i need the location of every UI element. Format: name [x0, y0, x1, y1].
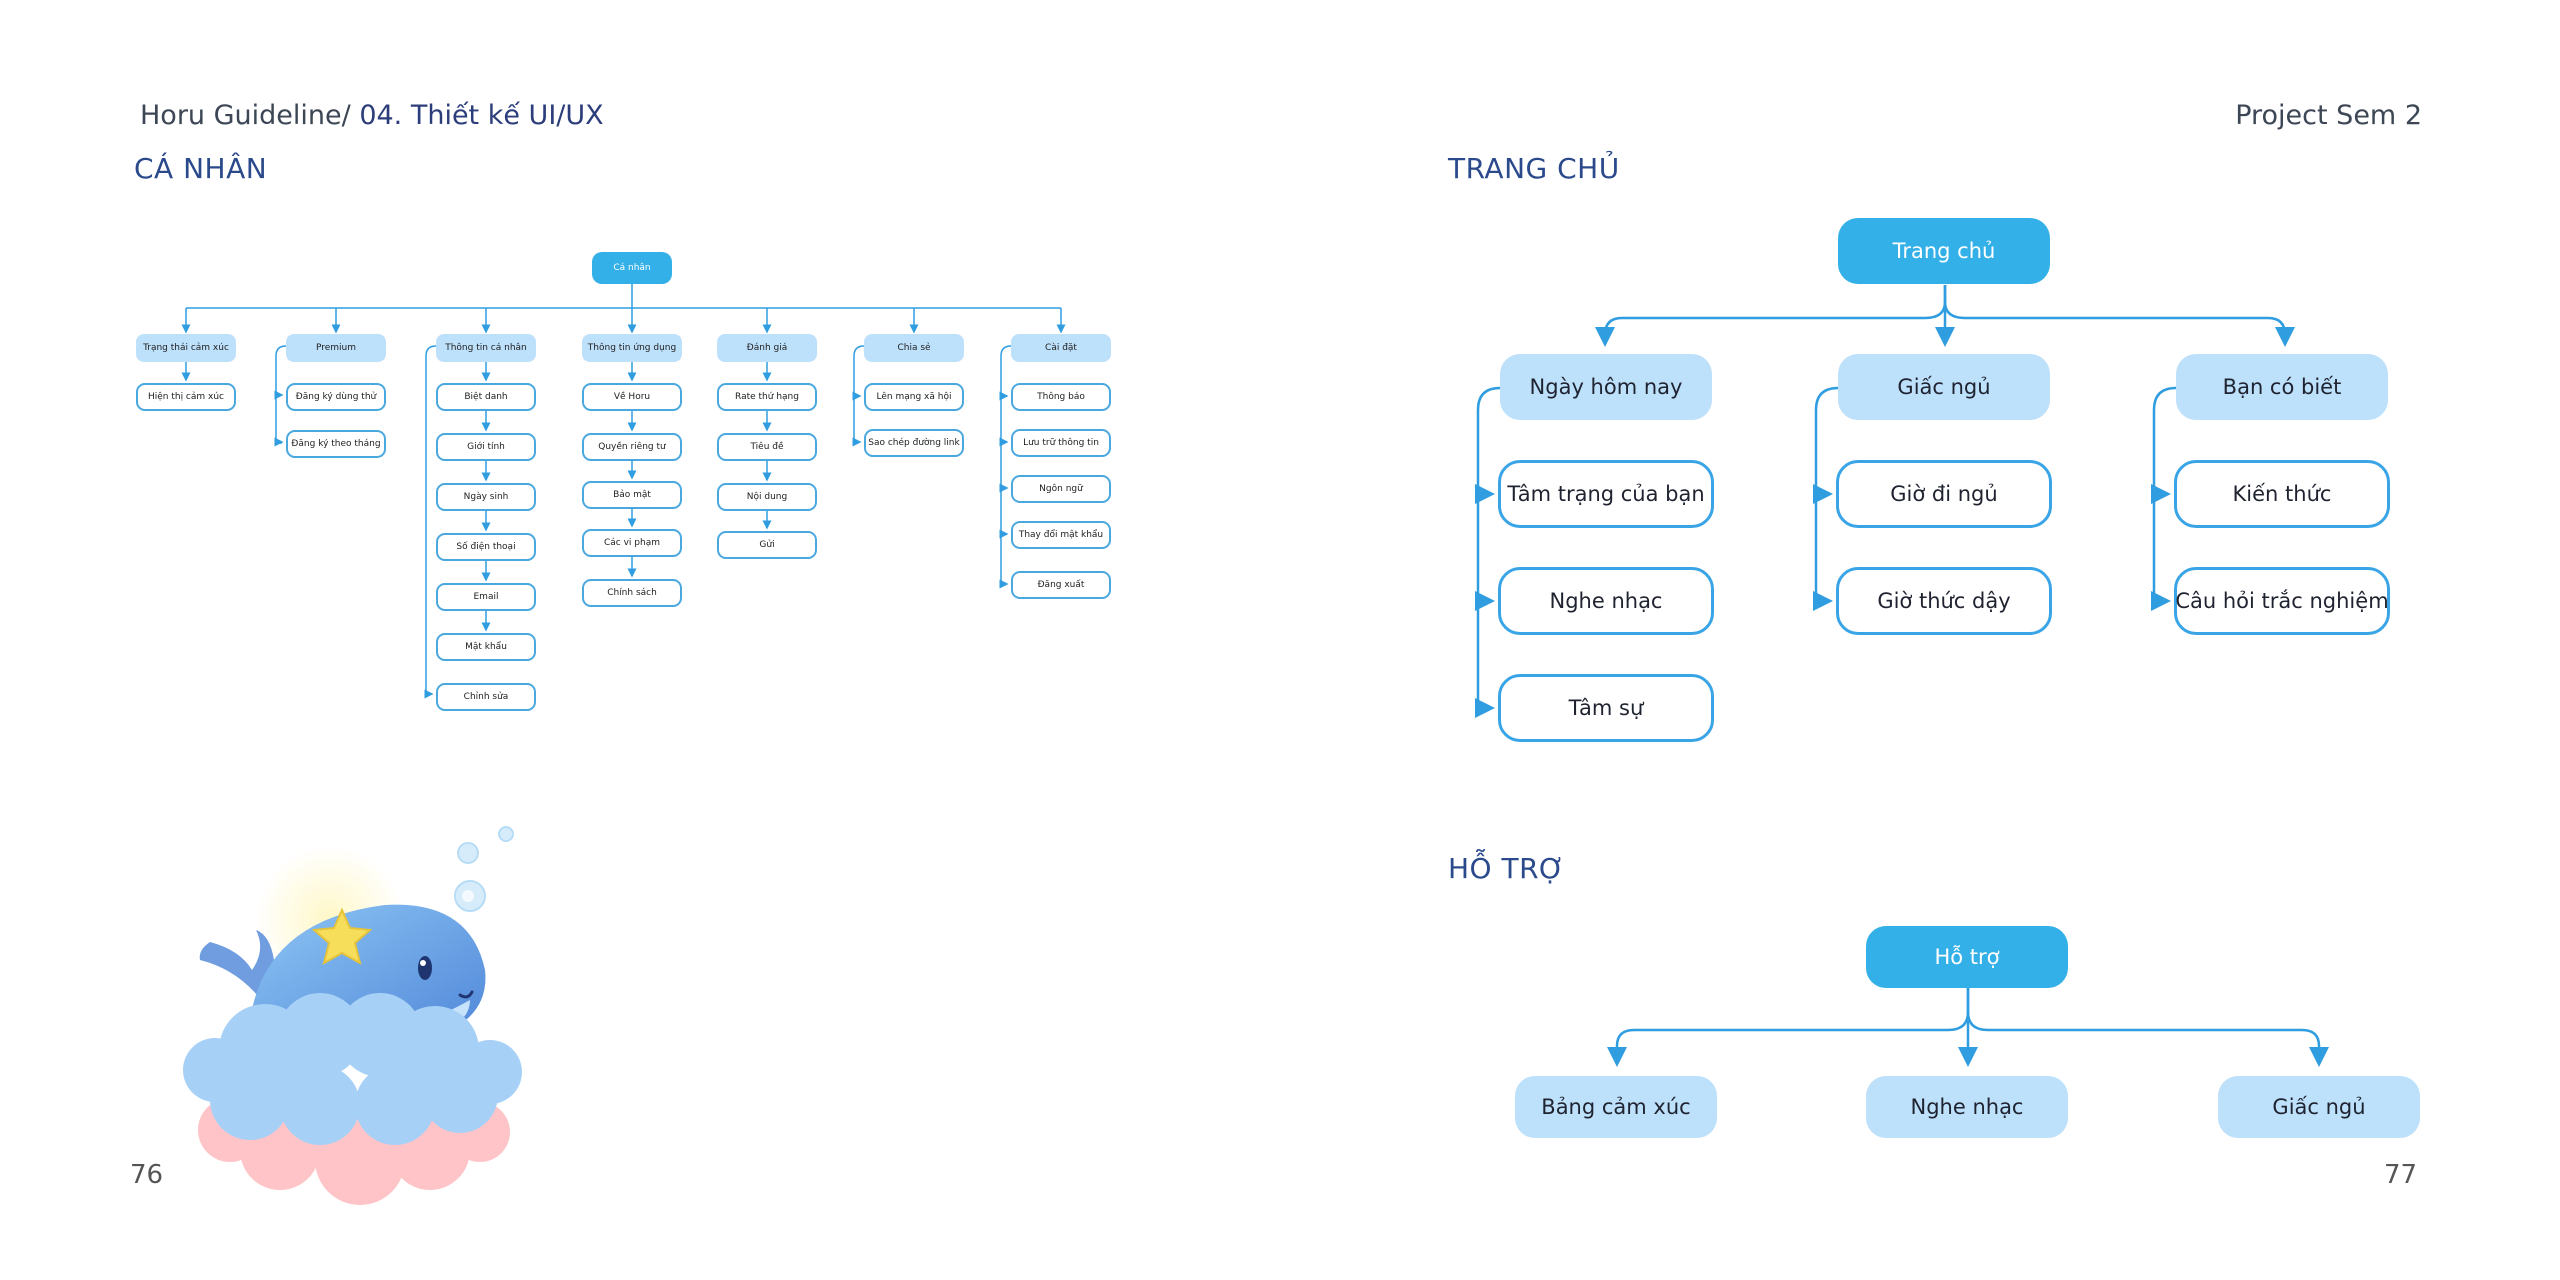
sitemap-item: Email: [436, 583, 536, 611]
home-item-bedtime: Giờ đi ngủ: [1836, 460, 2052, 528]
sitemap-item: Đăng ký theo tháng: [286, 430, 386, 458]
home-item-music: Nghe nhạc: [1498, 567, 1714, 635]
page-number-left: 76: [130, 1160, 164, 1190]
sitemap-header-share: Chia sẻ: [864, 334, 964, 362]
sitemap-item: Thông báo: [1011, 383, 1111, 411]
home-item-confide: Tâm sự: [1498, 674, 1714, 742]
home-header-today: Ngày hôm nay: [1500, 354, 1712, 420]
sitemap-item: Mật khẩu: [436, 633, 536, 661]
breadcrumb: Horu Guideline/ 04. Thiết kế UI/UX: [140, 100, 604, 131]
sitemap-item: Rate thứ hạng: [717, 383, 817, 411]
sitemap-header-app-info: Thông tin ứng dụng: [582, 334, 682, 362]
support-child-music: Nghe nhạc: [1866, 1076, 2068, 1138]
whale-mascot-illustration: [183, 826, 522, 1205]
sitemap-header-premium: Premium: [286, 334, 386, 362]
breadcrumb-current: 04. Thiết kế UI/UX: [350, 100, 604, 131]
sitemap-item: Các vi phạm: [582, 529, 682, 557]
sitemap-item: Thay đổi mật khẩu: [1011, 521, 1111, 549]
bubble-icon: [462, 890, 474, 902]
sitemap-item: Ngôn ngữ: [1011, 475, 1111, 503]
home-item-quiz: Câu hỏi trắc nghiệm: [2174, 567, 2390, 635]
section-title-home: TRANG CHỦ: [1448, 152, 1620, 185]
sitemap-item: Chính sách: [582, 579, 682, 607]
home-item-wakeup: Giờ thức dậy: [1836, 567, 2052, 635]
sitemap-item: Gửi: [717, 531, 817, 559]
bubble-icon: [498, 826, 514, 842]
home-header-sleep: Giấc ngủ: [1838, 354, 2050, 420]
sitemap-item: Biệt danh: [436, 383, 536, 411]
sitemap-item: Số điện thoại: [436, 533, 536, 561]
sitemap-item: Về Horu: [582, 383, 682, 411]
home-item-knowledge: Kiến thức: [2174, 460, 2390, 528]
home-header-did-you-know: Bạn có biết: [2176, 354, 2388, 420]
sitemap-item: Hiện thị cảm xúc: [136, 383, 236, 411]
sitemap-item: Đăng ký dùng thử: [286, 383, 386, 411]
sitemap-item: Sao chép đường link: [864, 429, 964, 457]
sitemap-item: Tiêu đề: [717, 433, 817, 461]
sitemap-root-personal: Cá nhân: [592, 252, 672, 284]
sitemap-item: Quyền riêng tư: [582, 433, 682, 461]
support-child-sleep: Giấc ngủ: [2218, 1076, 2420, 1138]
sitemap-header-personal-info: Thông tin cá nhân: [436, 334, 536, 362]
page-number-right: 77: [2384, 1160, 2418, 1190]
support-child-emotion-board: Bảng cảm xúc: [1515, 1076, 1717, 1138]
section-title-personal: CÁ NHÂN: [134, 152, 268, 185]
section-title-support: HỖ TRỢ: [1448, 852, 1566, 885]
sitemap-item: Đăng xuất: [1011, 571, 1111, 599]
support-root-node: Hỗ trợ: [1866, 926, 2068, 988]
bubble-icon: [457, 842, 479, 864]
sitemap-item: Nội dung: [717, 483, 817, 511]
star-icon: [311, 907, 373, 965]
sitemap-item: Lưu trữ thông tin: [1011, 429, 1111, 457]
home-root-node: Trang chủ: [1838, 218, 2050, 284]
sitemap-item: Ngày sinh: [436, 483, 536, 511]
sitemap-header-settings: Cài đặt: [1011, 334, 1111, 362]
project-label: Project Sem 2: [2235, 100, 2422, 131]
home-item-mood: Tâm trạng của bạn: [1498, 460, 1714, 528]
sitemap-item: Lên mạng xã hội: [864, 383, 964, 411]
sitemap-header-emotion-state: Trạng thái cảm xúc: [136, 334, 236, 362]
sitemap-header-review: Đánh giá: [717, 334, 817, 362]
breadcrumb-prefix: Horu Guideline/: [140, 100, 351, 131]
sitemap-item: Chỉnh sửa: [436, 683, 536, 711]
sitemap-item: Bảo mật: [582, 481, 682, 509]
sitemap-item: Giới tính: [436, 433, 536, 461]
